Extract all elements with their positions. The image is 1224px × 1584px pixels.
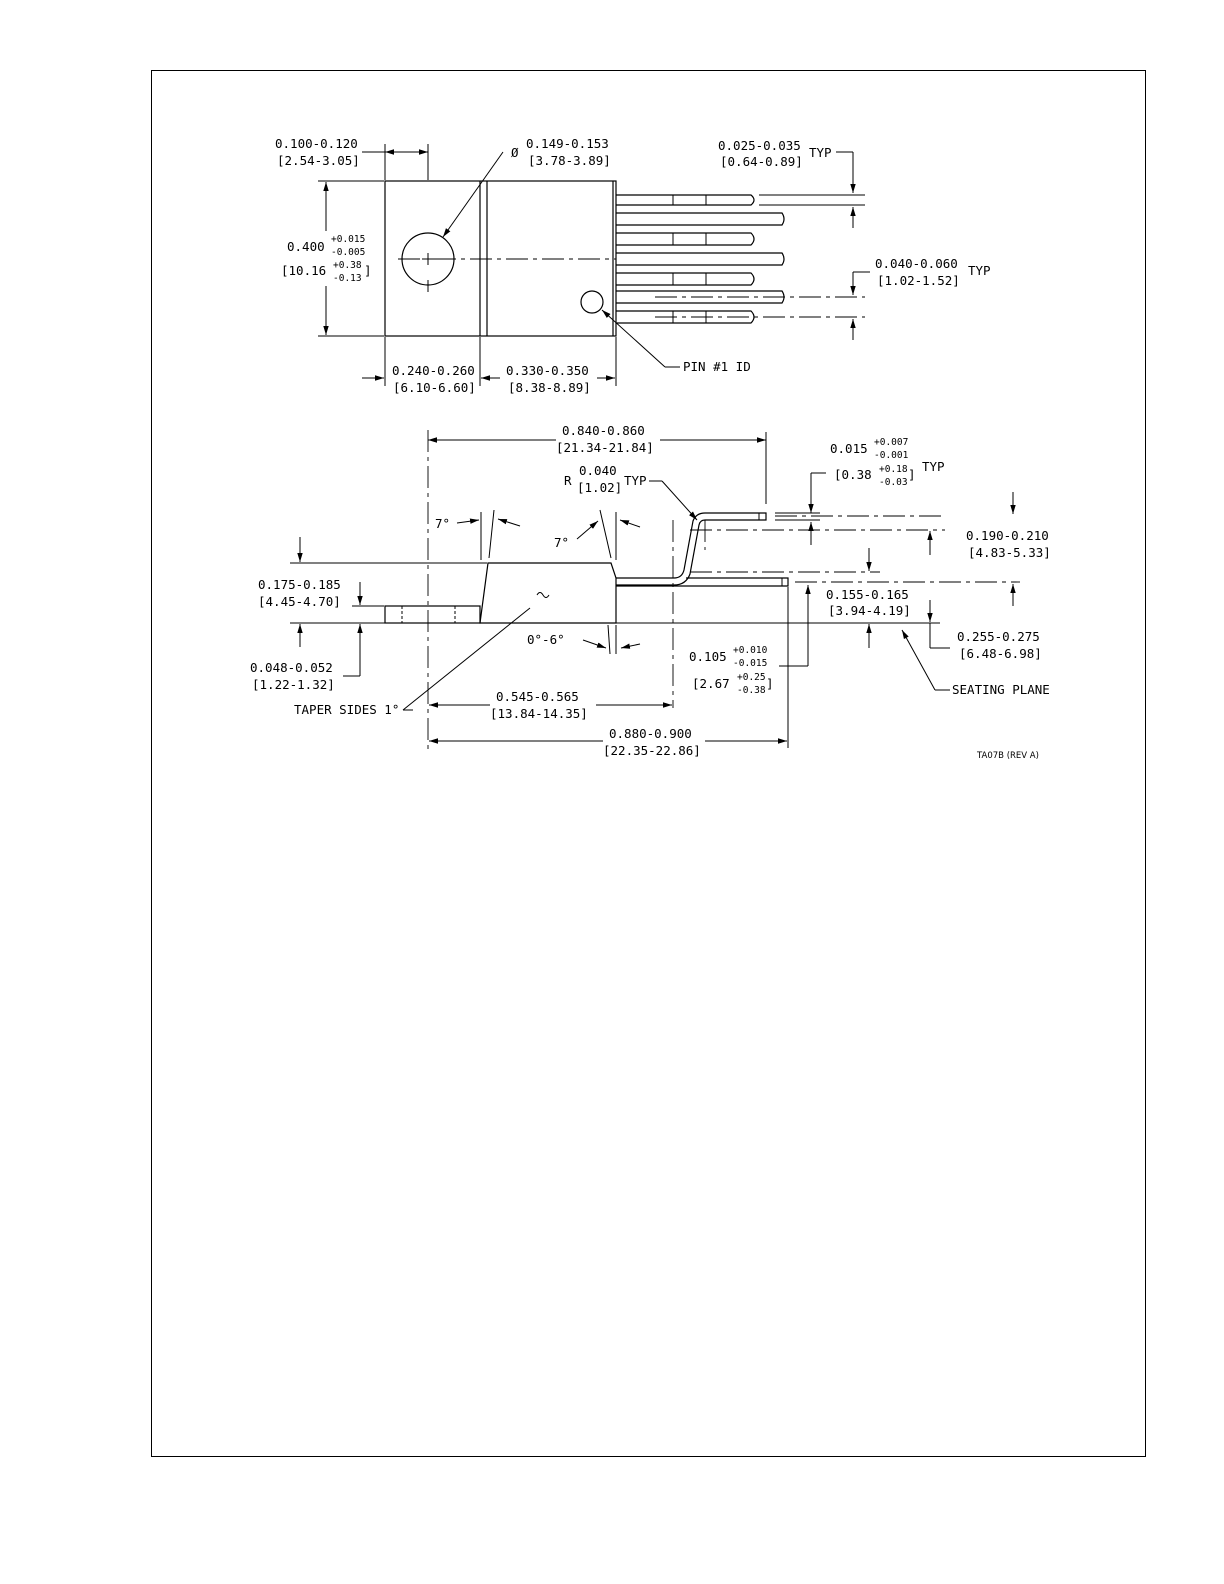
- hole-diameter-symbol: Ø: [511, 145, 519, 160]
- dim-lead-thk-in-minus: -0.001: [874, 450, 909, 461]
- dim-body-length-mm: [8.38-8.89]: [508, 380, 591, 395]
- dim-lead-offset-mm: [2.67: [692, 676, 730, 691]
- dim-lead-thk-mm-minus: -0.03: [879, 477, 908, 488]
- dim-hole-diameter-mm: [3.78-3.89]: [528, 153, 611, 168]
- dim-lead-thk-in-plus: +0.007: [874, 437, 908, 448]
- dim-lead-offset-in-minus: -0.015: [733, 658, 767, 669]
- dim-tab-length-mm: [6.10-6.60]: [393, 380, 476, 395]
- dim-lead-offset-in: 0.105: [689, 649, 727, 664]
- dim-overall-top-in: 0.840-0.860: [562, 423, 645, 438]
- dim-lead-offset-close: ]: [766, 676, 774, 691]
- dim-lead-thk-mm-plus: +0.18: [879, 464, 908, 475]
- dim-lead-offset-mm-plus: +0.25: [737, 672, 766, 683]
- seating-plane-label: SEATING PLANE: [952, 682, 1050, 697]
- dim-lower-lead-h-in: 0.155-0.165: [826, 587, 909, 602]
- tab-side: [384, 605, 481, 624]
- dim-tab-thk-mm: [1.22-1.32]: [252, 677, 335, 692]
- dim-lead-width-in: 0.025-0.035: [718, 138, 801, 153]
- dim-height-mm: [10.16: [281, 263, 326, 278]
- dim-hole-diameter-in: 0.149-0.153: [526, 136, 609, 151]
- dim-lead-thk-mm: [0.38: [834, 467, 872, 482]
- pin1-marker: [580, 290, 604, 314]
- dim-lead-thk-in: 0.015: [830, 441, 868, 456]
- dim-bend-radius-in: 0.040: [579, 463, 617, 478]
- dim-tab-length-in: 0.240-0.260: [392, 363, 475, 378]
- dim-height-mm-plus: +0.38: [333, 260, 362, 271]
- dim-lead-span-mm: [6.48-6.98]: [959, 646, 1042, 661]
- taper-sides-label: TAPER SIDES 1°: [294, 702, 399, 717]
- angle-left-label: 7°: [435, 516, 450, 531]
- dim-height-mm-close: ]: [364, 263, 372, 278]
- dim-bend-radius-typ: TYP: [624, 473, 647, 488]
- dim-body-h-mm: [4.45-4.70]: [258, 594, 341, 609]
- dim-overall-top-mm: [21.34-21.84]: [556, 440, 654, 455]
- dim-bend-radius-mm: [1.02]: [577, 480, 622, 495]
- side-view: 0.840-0.860 [21.34-21.84] 0.015 +0.007 -…: [250, 423, 1051, 758]
- dim-to-bend-in: 0.545-0.565: [496, 689, 579, 704]
- pin1-label: PIN #1 ID: [683, 359, 751, 374]
- dim-upper-lead-h-mm: [4.83-5.33]: [968, 545, 1051, 560]
- dim-tab-width-mm: [2.54-3.05]: [277, 153, 360, 168]
- dim-upper-lead-h-in: 0.190-0.210: [966, 528, 1049, 543]
- dim-to-bend-mm: [13.84-14.35]: [490, 706, 588, 721]
- package-body-side: [479, 562, 617, 624]
- dim-lead-thk-close: ]: [908, 467, 916, 482]
- drawing-reference: TA07B (REV A): [976, 751, 1039, 761]
- angle-bottom-label: 0°-6°: [527, 632, 565, 647]
- dim-height-in-minus: -0.005: [331, 247, 365, 258]
- dim-lead-thk-typ: TYP: [922, 459, 945, 474]
- dim-height-in-plus: +0.015: [331, 234, 365, 245]
- dim-tab-width-in: 0.100-0.120: [275, 136, 358, 151]
- dim-lead-span-in: 0.255-0.275: [957, 629, 1040, 644]
- drawing-frame: [151, 70, 1146, 1457]
- package-body-top: [384, 180, 617, 337]
- angle-right-label: 7°: [554, 535, 569, 550]
- dim-overall-bottom-mm: [22.35-22.86]: [603, 743, 701, 758]
- dim-body-length-in: 0.330-0.350: [506, 363, 589, 378]
- dim-lead-offset-mm-minus: -0.38: [737, 685, 766, 696]
- dim-lead-width-typ: TYP: [809, 145, 832, 160]
- leads-top: [616, 194, 865, 324]
- dim-lead-pitch-mm: [1.02-1.52]: [877, 273, 960, 288]
- dim-lead-pitch-in: 0.040-0.060: [875, 256, 958, 271]
- dim-lower-lead-h-mm: [3.94-4.19]: [828, 603, 911, 618]
- dim-body-h-in: 0.175-0.185: [258, 577, 341, 592]
- dim-overall-bottom-in: 0.880-0.900: [609, 726, 692, 741]
- dim-lead-width-mm: [0.64-0.89]: [720, 154, 803, 169]
- dim-height-in: 0.400: [287, 239, 325, 254]
- bend-radius-symbol: R: [564, 473, 572, 488]
- dim-lead-offset-in-plus: +0.010: [733, 645, 768, 656]
- dim-height-mm-minus: -0.13: [333, 273, 362, 284]
- upper-lead: [616, 512, 767, 586]
- dim-tab-thk-in: 0.048-0.052: [250, 660, 333, 675]
- lower-lead: [616, 577, 789, 587]
- top-view: 0.100-0.120 [2.54-3.05] Ø 0.149-0.153 [3…: [275, 136, 991, 395]
- dim-lead-pitch-typ: TYP: [968, 263, 991, 278]
